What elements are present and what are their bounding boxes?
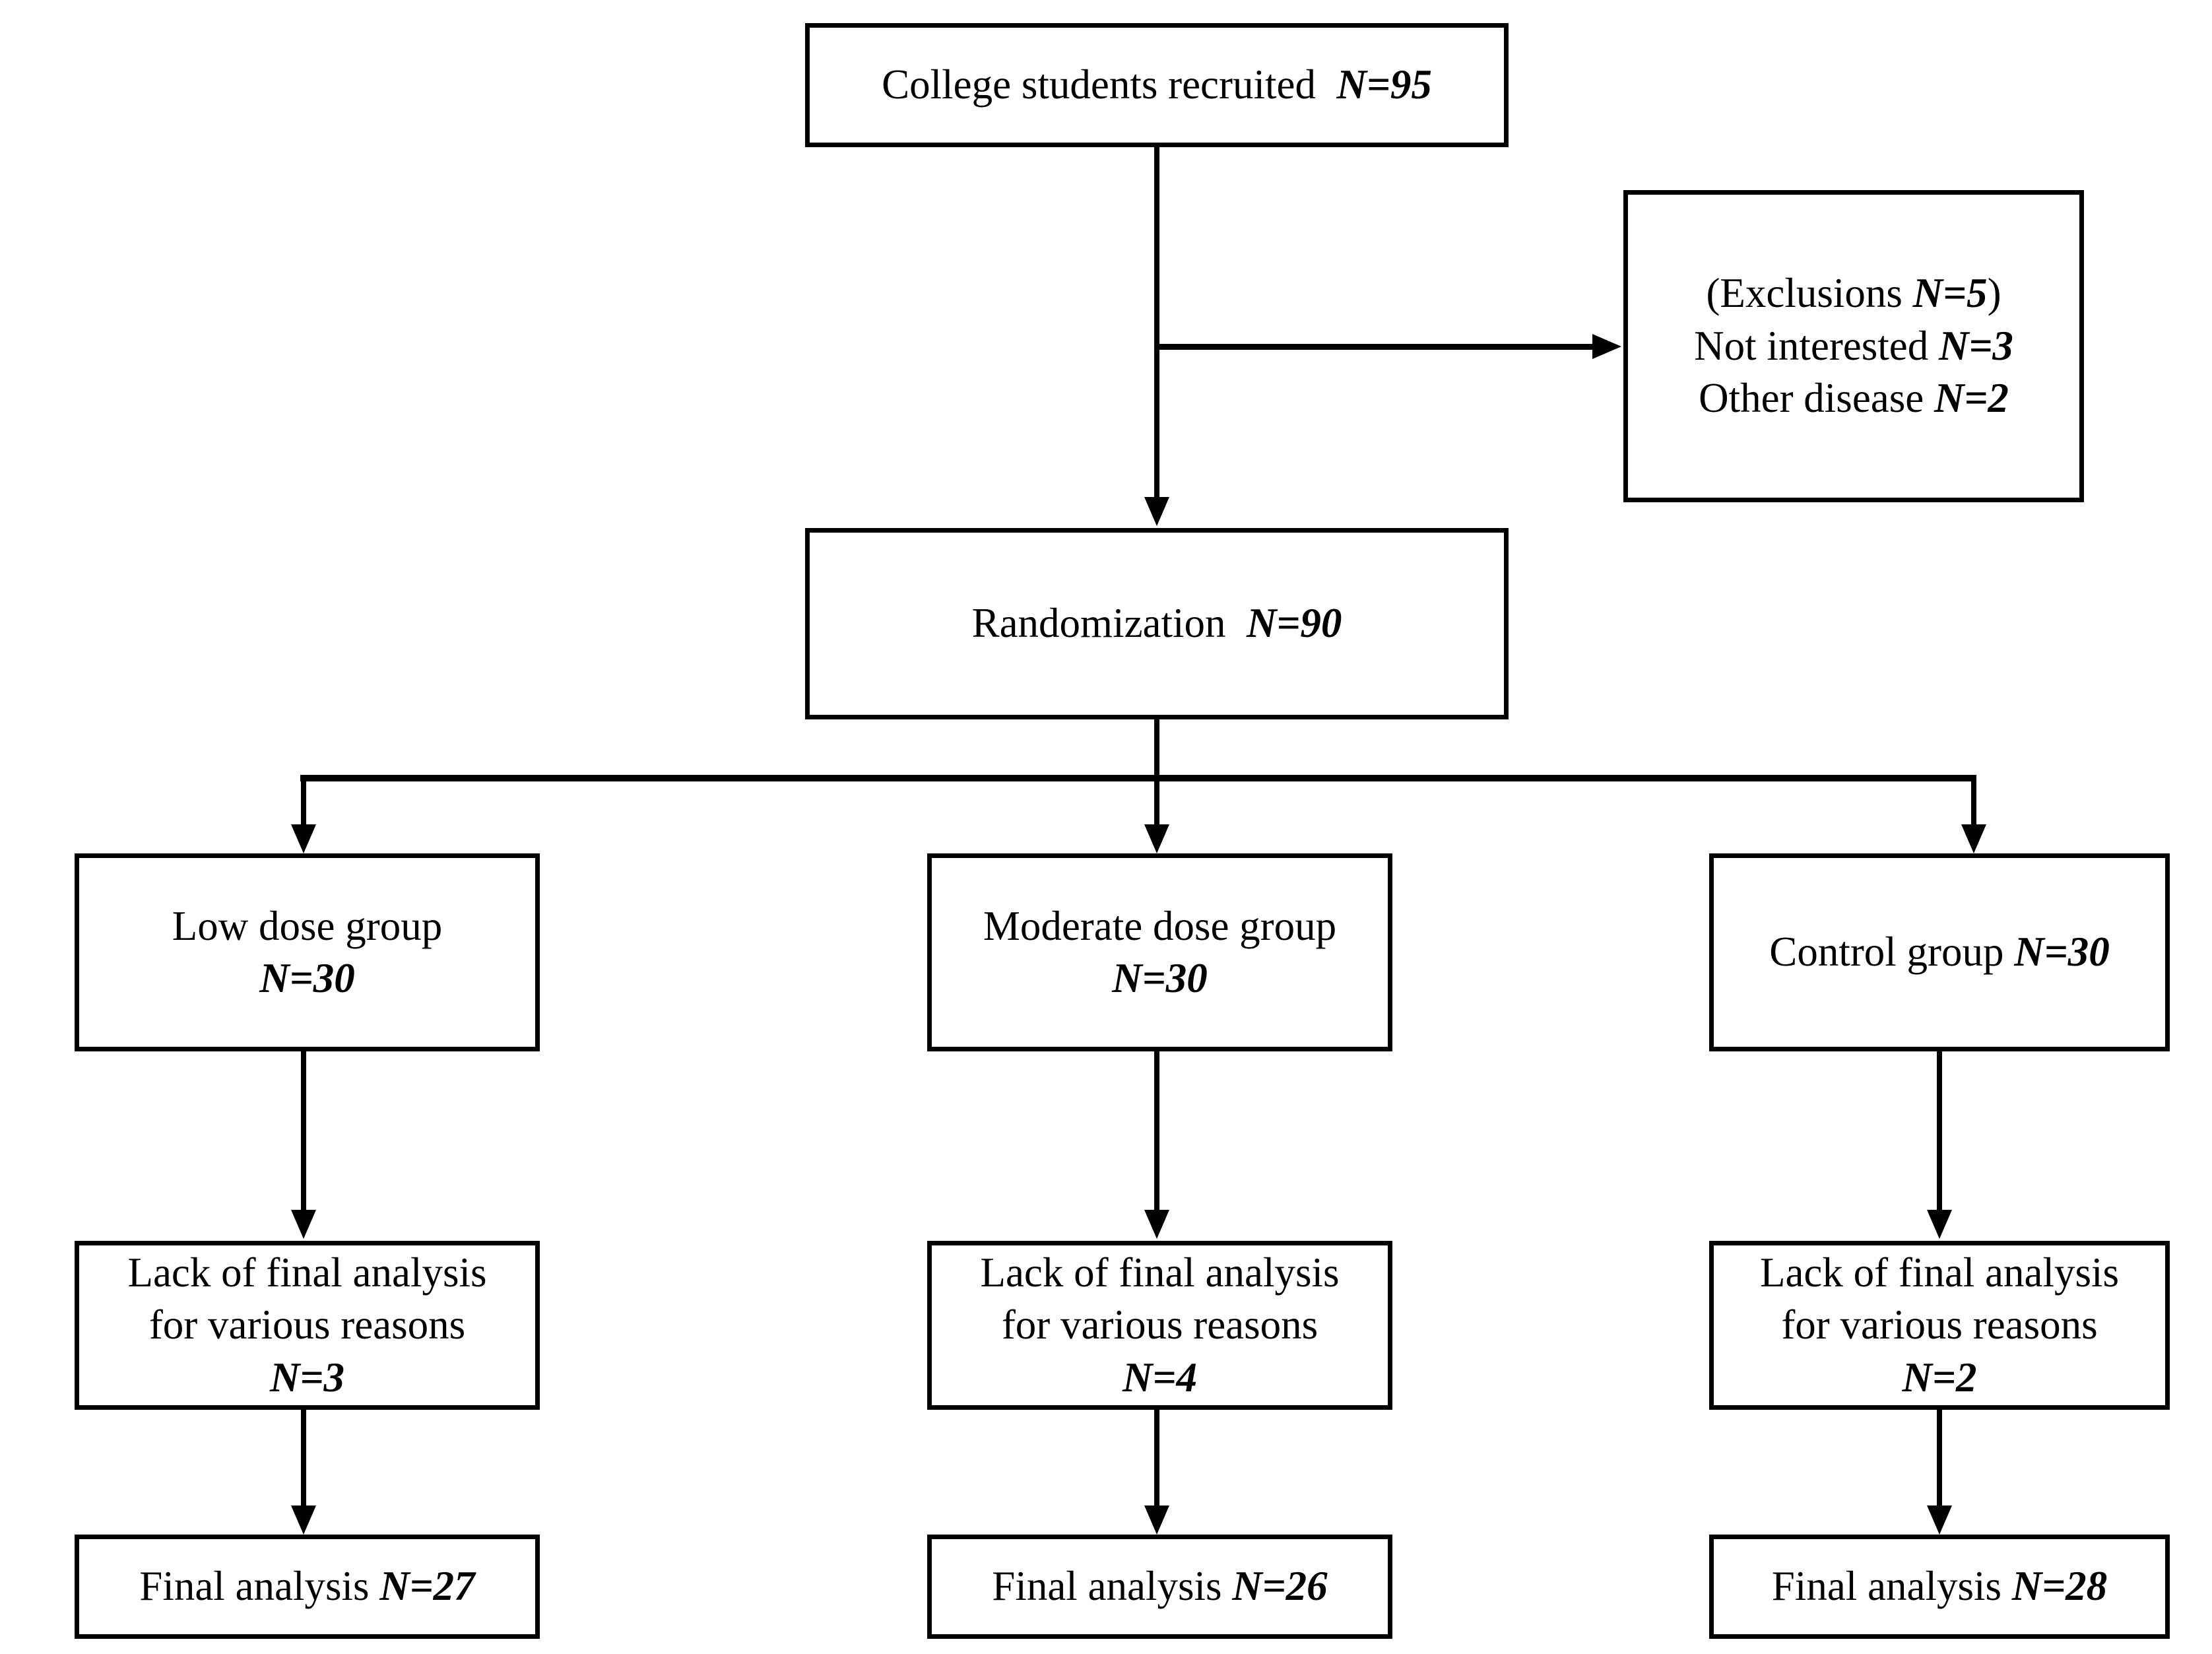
connector-split-to-control: [1971, 781, 1976, 826]
connector-lack-moderate-to-final: [1154, 1410, 1159, 1505]
node-control-group-n: N=30: [2014, 929, 2110, 976]
node-exclusions-n-other-disease: N=2: [1934, 375, 2009, 422]
node-final-analysis-moderate-dose-line1: Final analysis N=26: [992, 1563, 1328, 1610]
node-exclusions: (Exclusions N=5) Not interested N=3 Othe…: [1623, 190, 2084, 502]
node-lack-control: Lack of final analysis for various reaso…: [1709, 1241, 2170, 1410]
node-lack-control-line1: Lack of final analysis: [1759, 1249, 2120, 1296]
connector-recruited-to-randomization: [1154, 147, 1159, 497]
connector-moderate-dose-to-lack: [1154, 1051, 1159, 1210]
connector-randomization-to-split: [1154, 719, 1159, 780]
arrowhead-low-dose-to-lack: [291, 1210, 316, 1239]
node-lack-moderate-dose-line2: for various reasons: [1001, 1302, 1318, 1348]
arrowhead-split-to-moderate-dose: [1144, 824, 1169, 853]
node-lack-moderate-dose-n: N=4: [1122, 1354, 1197, 1401]
arrowhead-recruited-to-randomization: [1144, 497, 1169, 526]
connector-control-to-lack: [1937, 1051, 1942, 1210]
arrowhead-lack-moderate-to-final: [1144, 1505, 1169, 1535]
connector-split-to-low-dose: [301, 781, 306, 826]
arrowhead-lack-low-to-final: [291, 1505, 316, 1535]
node-lack-moderate-dose: Lack of final analysis for various reaso…: [927, 1241, 1392, 1410]
node-lack-low-dose-line1: Lack of final analysis: [127, 1249, 487, 1296]
node-students-recruited: College students recruited N=95: [805, 23, 1509, 147]
node-students-recruited-line1: College students recruited N=95: [882, 61, 1432, 108]
connector-lack-control-to-final: [1937, 1410, 1942, 1505]
node-low-dose-group-line1: Low dose group: [172, 902, 443, 949]
node-exclusions-n-total: N=5: [1912, 270, 1988, 317]
node-final-analysis-moderate-dose-n: N=26: [1232, 1563, 1328, 1610]
node-randomization-n: N=90: [1247, 600, 1342, 647]
node-final-analysis-low-dose-n: N=27: [379, 1563, 475, 1610]
arrowhead-to-exclusions: [1592, 334, 1621, 359]
node-lack-low-dose-line2: for various reasons: [148, 1302, 466, 1348]
node-final-analysis-control: Final analysis N=28: [1709, 1535, 2170, 1639]
node-lack-moderate-dose-line1: Lack of final analysis: [980, 1249, 1340, 1296]
arrowhead-control-to-lack: [1927, 1210, 1952, 1239]
node-final-analysis-moderate-dose: Final analysis N=26: [927, 1535, 1392, 1639]
node-control-group-line1: Control group N=30: [1769, 929, 2110, 976]
arrowhead-split-to-low-dose: [291, 824, 316, 853]
node-moderate-dose-group-line1: Moderate dose group: [983, 902, 1337, 949]
node-moderate-dose-group: Moderate dose group N=30: [927, 853, 1392, 1051]
node-exclusions-line3: Other disease N=2: [1699, 375, 2009, 422]
connector-split-bar: [300, 775, 1976, 781]
node-exclusions-line2: Not interested N=3: [1694, 322, 2013, 369]
arrowhead-lack-control-to-final: [1927, 1505, 1952, 1535]
node-low-dose-group: Low dose group N=30: [75, 853, 540, 1051]
node-randomization-line1: Randomization N=90: [971, 600, 1342, 647]
node-final-analysis-low-dose: Final analysis N=27: [75, 1535, 540, 1639]
connector-lack-low-to-final: [301, 1410, 306, 1505]
node-lack-control-line2: for various reasons: [1781, 1302, 2098, 1348]
node-exclusions-n-not-interested: N=3: [1939, 322, 2013, 369]
node-final-analysis-control-n: N=28: [2011, 1563, 2108, 1610]
node-low-dose-group-n: N=30: [259, 955, 355, 1001]
node-lack-low-dose: Lack of final analysis for various reaso…: [75, 1241, 540, 1410]
node-lack-control-n: N=2: [1902, 1354, 1977, 1401]
node-exclusions-line1: (Exclusions N=5): [1706, 270, 2001, 317]
node-final-analysis-control-line1: Final analysis N=28: [1771, 1563, 2108, 1610]
connector-split-to-moderate-dose: [1154, 781, 1159, 826]
node-moderate-dose-group-n: N=30: [1112, 955, 1208, 1001]
node-control-group: Control group N=30: [1709, 853, 2170, 1051]
connector-to-exclusions: [1157, 344, 1592, 350]
node-students-recruited-n: N=95: [1336, 61, 1432, 108]
arrowhead-split-to-control: [1961, 824, 1986, 853]
connector-low-dose-to-lack: [301, 1051, 306, 1210]
arrowhead-moderate-dose-to-lack: [1144, 1210, 1169, 1239]
node-randomization: Randomization N=90: [805, 528, 1509, 719]
node-final-analysis-low-dose-line1: Final analysis N=27: [139, 1563, 475, 1610]
node-lack-low-dose-n: N=3: [270, 1354, 344, 1401]
